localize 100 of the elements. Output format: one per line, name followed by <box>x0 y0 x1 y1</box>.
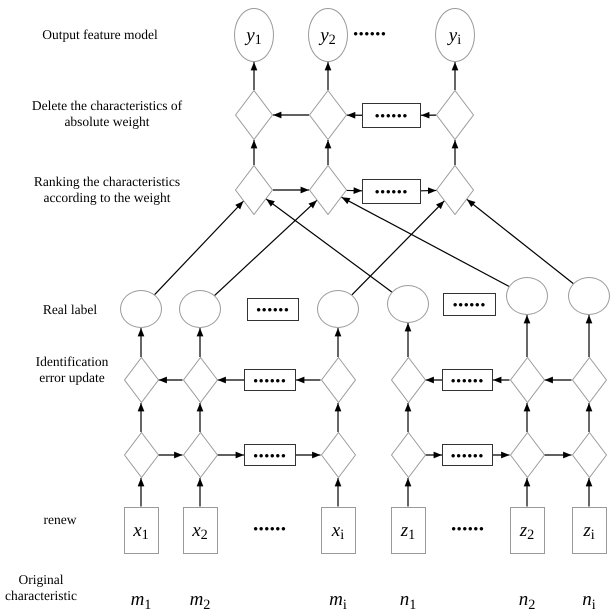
diamond-node <box>572 357 606 403</box>
diamond-node <box>436 90 474 140</box>
arrow <box>452 62 458 90</box>
arrow <box>250 140 258 165</box>
row-label: Ranking the characteristics according to the weight <box>32 174 182 206</box>
arrow <box>218 452 244 458</box>
arrow <box>138 478 144 506</box>
input-box: z$_{i}$ <box>572 506 606 554</box>
ellipsis: •••••• <box>352 25 388 43</box>
diamond-node <box>124 432 158 478</box>
arrow <box>586 478 592 506</box>
row-label: Identification error update <box>34 354 110 386</box>
arrow <box>420 187 436 194</box>
diamond-node <box>309 165 347 215</box>
diamond-node <box>320 432 356 478</box>
variable-label: n$_{i}$ <box>581 588 597 614</box>
ellipsis: •••••• <box>450 520 486 538</box>
diamond-node <box>182 432 218 478</box>
arrow <box>493 376 510 384</box>
arrow <box>544 452 572 458</box>
ellipsis-box: •••••• <box>247 298 299 321</box>
variable-label: m$_{i}$ <box>328 588 348 614</box>
arrow <box>218 376 244 384</box>
arrow <box>404 478 412 506</box>
input-box: x$_{i}$ <box>320 506 356 554</box>
arrow <box>196 328 204 357</box>
row-label: Delete the characteristics of absolute weight <box>30 98 184 130</box>
circle-node <box>317 290 359 328</box>
diamond-node <box>436 165 474 215</box>
arrow <box>452 140 458 165</box>
diamond-node <box>235 90 273 140</box>
ellipsis-box: •••••• <box>362 103 421 128</box>
input-box: z$_{1}$ <box>390 506 426 554</box>
variable-label: m$_{2}$ <box>188 588 212 614</box>
row-label: Original characteristic <box>4 572 78 604</box>
circle-node: y$_{i}$ <box>435 8 475 62</box>
diamond-node <box>124 357 158 403</box>
arrow <box>334 403 342 432</box>
arrow <box>334 328 342 357</box>
arrow <box>334 478 342 506</box>
circle-node <box>568 277 610 315</box>
arrow <box>324 62 332 90</box>
input-box: z$_{2}$ <box>510 506 544 554</box>
arrow <box>138 328 144 357</box>
arrow <box>404 403 412 432</box>
circle-node: y$_{1}$ <box>234 8 274 62</box>
variable-label: n$_{1}$ <box>398 588 418 614</box>
arrow <box>196 403 204 432</box>
ellipsis-box: •••••• <box>244 369 296 391</box>
variable-label: m$_{1}$ <box>130 588 152 614</box>
input-box: x$_{1}$ <box>124 506 158 554</box>
arrow <box>214 200 318 296</box>
row-label: Output feature model <box>41 27 159 43</box>
arrow <box>273 186 309 194</box>
circle-node <box>387 285 429 323</box>
arrow <box>466 198 574 284</box>
diamond-node <box>510 357 544 403</box>
diamond-node <box>182 357 218 403</box>
diamond-node <box>390 432 426 478</box>
arrow <box>586 403 592 432</box>
arrow <box>138 403 144 432</box>
arrow <box>341 196 510 287</box>
arrow <box>404 323 412 357</box>
arrow <box>426 452 442 458</box>
diamond-node <box>235 165 273 215</box>
input-box: x$_{2}$ <box>182 506 218 554</box>
ellipsis-box: •••••• <box>442 369 493 391</box>
arrow <box>524 478 530 506</box>
arrow <box>154 200 244 295</box>
circle-node <box>179 290 221 328</box>
ellipsis: •••••• <box>252 520 288 538</box>
arrow <box>196 478 204 506</box>
variable-label: n$_{2}$ <box>518 588 536 614</box>
arrow <box>250 62 258 90</box>
ellipsis-box: •••••• <box>442 444 493 466</box>
diamond-node <box>510 432 544 478</box>
arrow <box>346 187 362 194</box>
ellipsis-box: •••••• <box>443 293 496 316</box>
row-label: Real label <box>42 302 98 318</box>
arrow <box>273 112 309 118</box>
arrow <box>586 315 592 357</box>
circle-node <box>506 277 548 315</box>
arrow <box>421 112 436 119</box>
arrow <box>352 200 445 296</box>
arrow <box>346 112 362 119</box>
circle-node: y$_{2}$ <box>308 8 348 62</box>
arrow <box>493 452 510 458</box>
arrow <box>544 376 572 384</box>
arrow <box>158 376 182 384</box>
row-label: renew <box>42 512 78 528</box>
arrow <box>524 315 530 357</box>
arrow <box>324 140 332 165</box>
diamond-node <box>309 90 347 140</box>
arrow <box>426 376 442 384</box>
arrow <box>296 452 320 458</box>
diamond-node <box>320 357 356 403</box>
diamond-node <box>390 357 426 403</box>
circle-node <box>120 290 162 328</box>
diamond-node <box>572 432 606 478</box>
ellipsis-box: •••••• <box>362 179 421 204</box>
